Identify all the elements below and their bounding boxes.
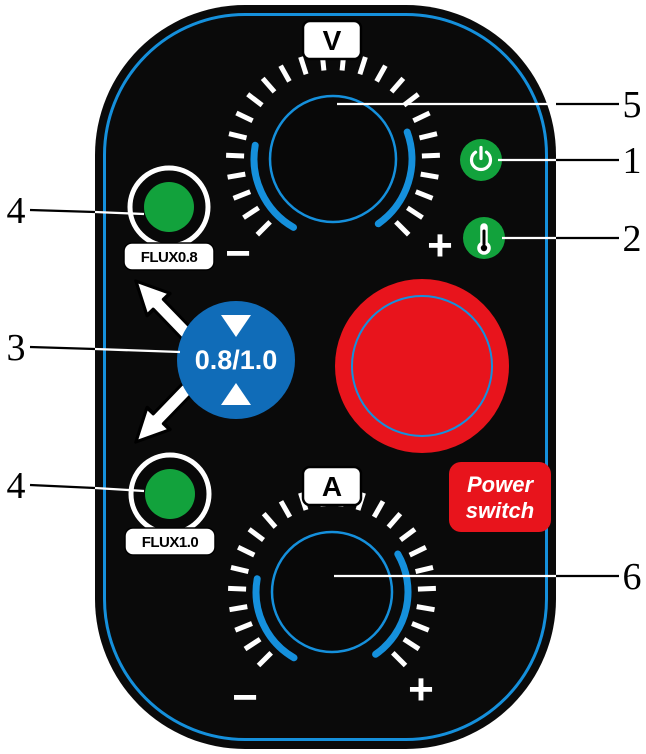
callout-line-4a bbox=[94, 210, 145, 216]
flux10-led bbox=[145, 469, 195, 519]
callout-line-4b-outer bbox=[29, 483, 96, 490]
current-label: A bbox=[322, 471, 342, 502]
current-label-box bbox=[301, 465, 363, 507]
power-switch-ring bbox=[351, 295, 493, 437]
flux08-label-band bbox=[123, 242, 215, 271]
wire-selector-button[interactable] bbox=[177, 301, 295, 419]
power-switch: Power switch bbox=[335, 279, 551, 532]
voltage-label: V bbox=[323, 25, 342, 56]
thermal-indicator bbox=[463, 217, 505, 259]
callout-number-4b: 4 bbox=[7, 465, 26, 507]
callout-number-1: 1 bbox=[623, 140, 642, 182]
voltage-dial-blue-arc-right bbox=[374, 128, 416, 228]
current-dial-ticks bbox=[228, 488, 436, 668]
flux08-led bbox=[144, 182, 194, 232]
selector-arrows bbox=[134, 279, 195, 444]
power-switch-label-box bbox=[449, 462, 551, 532]
flux10-label: FLUX1.0 bbox=[142, 534, 199, 551]
triangle-down-icon bbox=[221, 315, 251, 337]
flux08-indicator: FLUX0.8 bbox=[123, 165, 215, 271]
wire-selector: 0.8/1.0 bbox=[177, 301, 295, 419]
current-plus-label: + bbox=[408, 665, 434, 714]
callout-number-5: 5 bbox=[623, 84, 642, 126]
callout-line-4a-outer bbox=[29, 208, 96, 214]
current-dial-blue-arc-left bbox=[252, 575, 298, 662]
voltage-dial: V − + bbox=[225, 19, 453, 278]
callout-number-2: 2 bbox=[623, 218, 642, 260]
voltage-knob[interactable] bbox=[268, 94, 398, 224]
power-switch-label-line1: Power bbox=[467, 472, 534, 497]
voltage-dial-ticks bbox=[226, 52, 440, 237]
voltage-dial-blue-arc-left bbox=[250, 141, 297, 231]
callout-line-3 bbox=[94, 347, 181, 354]
flux10-label-band bbox=[124, 527, 216, 556]
flux10-indicator: FLUX1.0 bbox=[124, 452, 216, 556]
current-minus-label: − bbox=[232, 673, 258, 722]
power-icon bbox=[469, 145, 493, 171]
callout-number-4a: 4 bbox=[7, 190, 26, 232]
power-switch-label-line2: switch bbox=[466, 498, 534, 523]
current-dial: A − + bbox=[228, 465, 436, 722]
triangle-up-icon bbox=[221, 383, 251, 405]
arrow-up-left-icon bbox=[134, 279, 195, 342]
voltage-label-box bbox=[301, 19, 363, 61]
power-indicator bbox=[460, 139, 502, 181]
voltage-minus-label: − bbox=[225, 229, 251, 278]
callout-number-3: 3 bbox=[7, 327, 26, 369]
callouts: 5 1 2 4 3 4 6 bbox=[7, 84, 642, 598]
thermometer-icon bbox=[477, 223, 491, 255]
flux08-label: FLUX0.8 bbox=[141, 249, 198, 266]
power-switch-button[interactable] bbox=[335, 279, 509, 453]
arrow-down-left-icon bbox=[134, 381, 195, 444]
wire-selector-label: 0.8/1.0 bbox=[195, 345, 278, 375]
callout-line-3-outer bbox=[29, 345, 96, 351]
callout-line-4b bbox=[94, 486, 145, 493]
callout-number-6: 6 bbox=[623, 556, 642, 598]
current-knob[interactable] bbox=[270, 530, 394, 654]
current-dial-blue-arc-right bbox=[372, 550, 412, 658]
voltage-plus-label: + bbox=[427, 221, 453, 270]
